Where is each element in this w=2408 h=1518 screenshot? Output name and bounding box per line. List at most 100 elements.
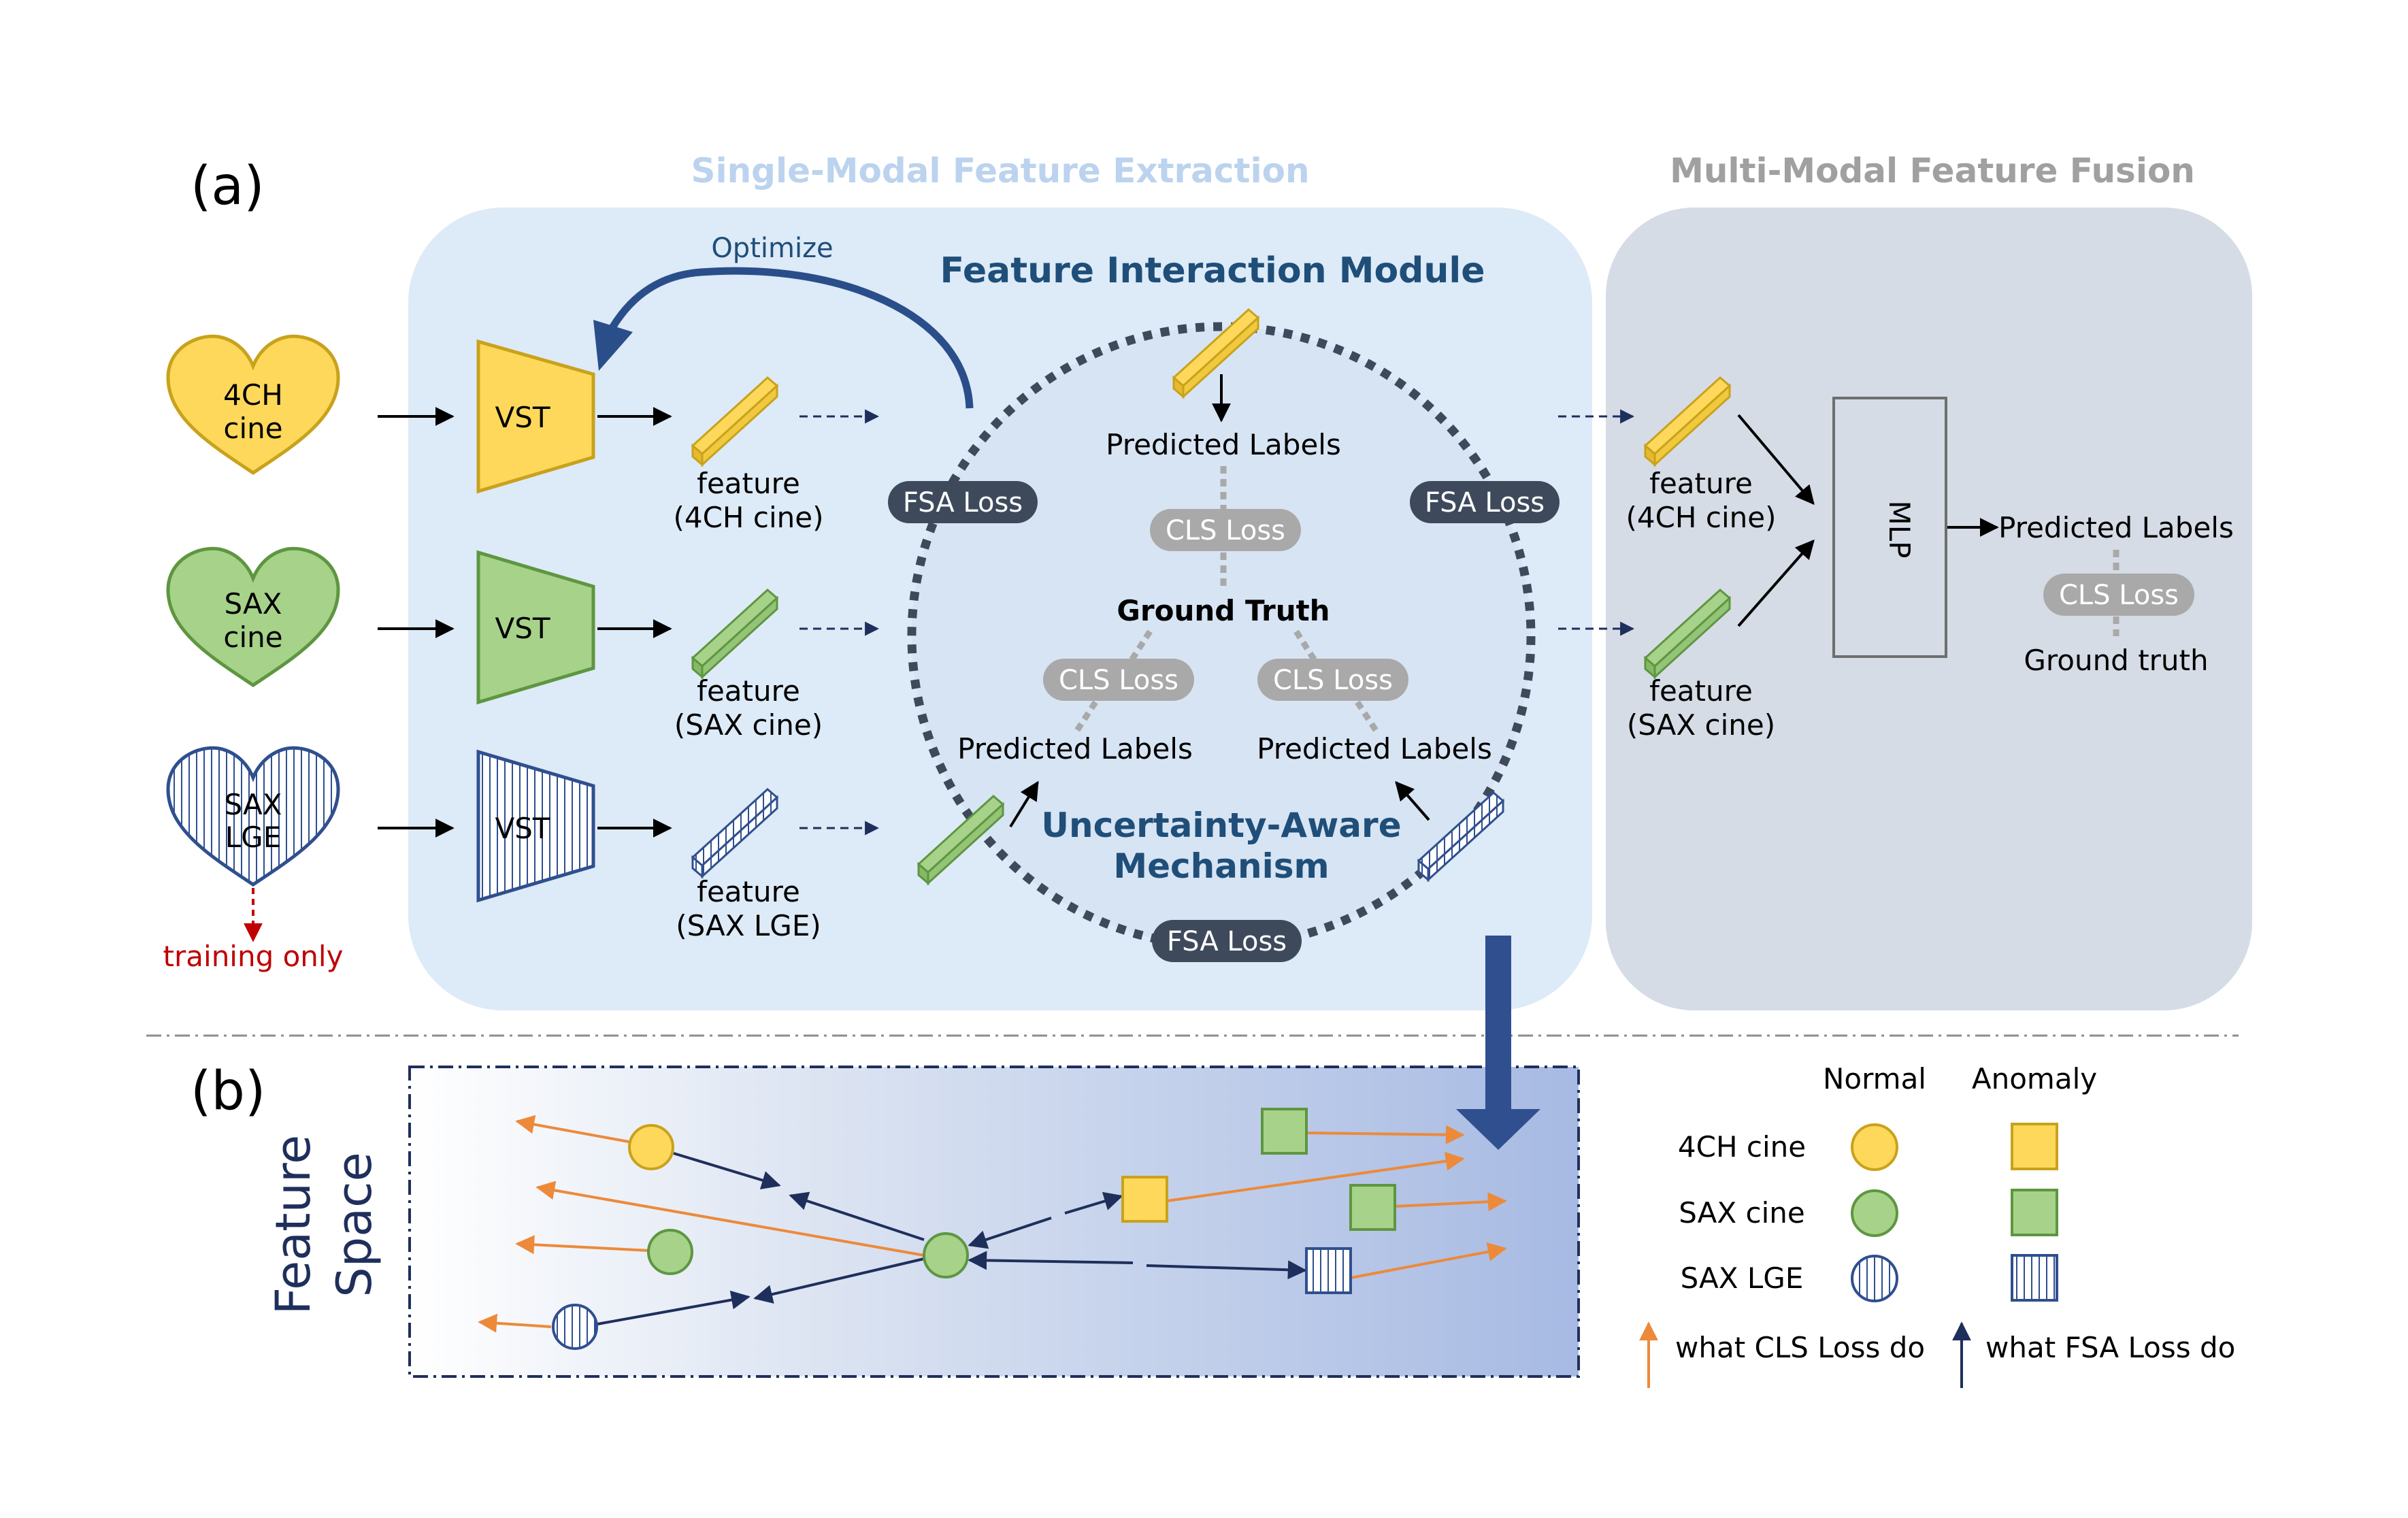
legend-normal-lge [1851, 1255, 1898, 1302]
heart-saxc-line2: cine [223, 621, 282, 654]
point-normal-saxc [647, 1229, 693, 1275]
feature-saxc-line2: (SAX cine) [674, 708, 823, 742]
cls-arrow-4 [478, 1313, 552, 1333]
fsa-arrow-6b [1146, 1260, 1307, 1280]
optimize-label: Optimize [711, 233, 833, 264]
legend-normal-saxc [1851, 1189, 1898, 1237]
legend-cls-text: what CLS Loss do [1675, 1331, 1925, 1364]
feature-4ch-line1: feature [697, 467, 800, 500]
uam-title-1: Uncertainty-Aware [1041, 806, 1401, 845]
single-modal-title: Single-Modal Feature Extraction [691, 151, 1309, 191]
cls-pill-fusion [2043, 574, 2194, 616]
fusion-feature-saxc-line1: feature [1649, 674, 1753, 708]
panel-b-label: (b) [191, 1061, 265, 1122]
fsa-arrow-1 [673, 1152, 781, 1190]
dot-line-left-1 [1127, 629, 1153, 665]
fsa-pill-left-text: FSA Loss [903, 487, 1023, 518]
fsa-arrow-6a [968, 1251, 1134, 1270]
feature-saxc-line1: feature [697, 674, 800, 708]
vst-lge [476, 749, 595, 903]
legend-row-4ch: 4CH cine [1678, 1130, 1806, 1164]
heart-lge-line2: LGE [225, 821, 281, 854]
cls-pill-right [1257, 659, 1408, 701]
legend-row-saxc: SAX cine [1679, 1196, 1805, 1230]
legend-anomaly-saxc [2011, 1189, 2058, 1236]
cls-arrow-5 [1306, 1125, 1465, 1144]
pred-labels-top: Predicted Labels [1106, 428, 1341, 461]
legend-row-lge: SAX LGE [1681, 1261, 1804, 1295]
vst-4ch [476, 339, 595, 494]
fsa-pill-bottom-text: FSA Loss [1167, 926, 1287, 957]
heart-lge-line1: SAX [225, 788, 282, 821]
fsa-arrow-2 [789, 1191, 925, 1241]
pred-labels-left: Predicted Labels [957, 732, 1193, 765]
mlp-box [1832, 397, 1947, 658]
heart-4ch-line1: 4CH [223, 378, 283, 412]
feature-interaction-circle-fill [912, 327, 1531, 946]
fusion-feature-4ch-line1: feature [1649, 467, 1753, 500]
panel-a-label: (a) [191, 156, 265, 217]
cls-arrow-7 [1394, 1192, 1507, 1212]
point-anomaly-4ch [1121, 1176, 1168, 1223]
point-anomaly-saxc-1 [1261, 1108, 1308, 1155]
fim-title: Feature Interaction Module [940, 250, 1485, 291]
point-anomaly-saxc-2 [1349, 1184, 1396, 1231]
cls-arrow-2 [535, 1181, 925, 1257]
cls-pill-fusion-text: CLS Loss [2059, 580, 2179, 611]
cls-pill-right-text: CLS Loss [1273, 665, 1393, 696]
fusion-feature-saxc-line2: (SAX cine) [1627, 708, 1775, 742]
big-down-arrow-head [1456, 1109, 1540, 1150]
cls-pill-left-text: CLS Loss [1059, 665, 1178, 696]
ground-truth-bold: Ground Truth [1117, 594, 1330, 627]
feature-4ch-line2: (4CH cine) [674, 501, 824, 534]
legend-normal-4ch [1851, 1123, 1898, 1171]
point-normal-lge [552, 1304, 598, 1350]
cls-pill-left [1043, 659, 1194, 701]
big-down-arrow-shaft [1485, 936, 1511, 1112]
uam-title-2: Mechanism [1113, 846, 1329, 886]
ground-truth-fusion: Ground truth [2024, 644, 2208, 677]
mlp-label: MLP [1883, 501, 1916, 559]
optimize-arrow [606, 267, 974, 409]
pred-labels-right: Predicted Labels [1257, 732, 1492, 765]
arrow-left-bar-pred [1009, 780, 1039, 828]
fsa-pill-right [1410, 481, 1560, 523]
multi-modal-title: Multi-Modal Feature Fusion [1670, 151, 2195, 191]
arrow-right-bar-pred [1395, 780, 1430, 821]
fsa-pill-right-text: FSA Loss [1425, 487, 1545, 518]
point-anomaly-lge [1305, 1247, 1352, 1294]
dot-line-right-1 [1293, 629, 1319, 665]
dot-line-left-2 [1072, 700, 1098, 736]
arrow-feat-mlp-2 [1737, 539, 1815, 627]
legend-anomaly: Anomaly [1972, 1062, 2097, 1095]
cls-arrow-6 [1166, 1151, 1465, 1202]
arrow-feat-mlp-1 [1737, 414, 1815, 506]
vst-saxc-label: VST [495, 612, 550, 645]
training-only-label: training only [163, 940, 344, 973]
vst-saxc [476, 550, 595, 705]
legend-anomaly-lge [2011, 1254, 2058, 1302]
feature-space-line1: Feature [265, 1135, 321, 1315]
feature-lge-line2: (SAX LGE) [676, 909, 821, 942]
cls-pill-top [1150, 509, 1301, 551]
cls-arrow-1 [515, 1115, 637, 1144]
fusion-feature-4ch-line2: (4CH cine) [1626, 501, 1777, 534]
fsa-arrow-5a [968, 1217, 1052, 1249]
feature-lge-line1: feature [697, 875, 800, 908]
optimize-arrowhead [593, 320, 633, 371]
cls-arrow-3 [515, 1235, 650, 1255]
heart-4ch-line2: cine [223, 412, 282, 445]
feature-space-line2: Space [327, 1152, 382, 1297]
fsa-arrow-3 [597, 1290, 751, 1325]
heart-saxc-line1: SAX [225, 587, 282, 621]
fsa-arrow-4 [753, 1257, 925, 1304]
point-normal-saxc-center [923, 1232, 969, 1278]
dot-line-right-2 [1355, 700, 1381, 736]
legend-fsa-text: what FSA Loss do [1985, 1331, 2235, 1364]
point-normal-4ch [628, 1124, 674, 1170]
legend-normal: Normal [1823, 1062, 1926, 1095]
vst-4ch-label: VST [495, 401, 550, 434]
cls-arrow-8 [1350, 1242, 1507, 1279]
cls-pill-top-text: CLS Loss [1166, 515, 1285, 546]
vst-lge-label: VST [495, 812, 550, 845]
